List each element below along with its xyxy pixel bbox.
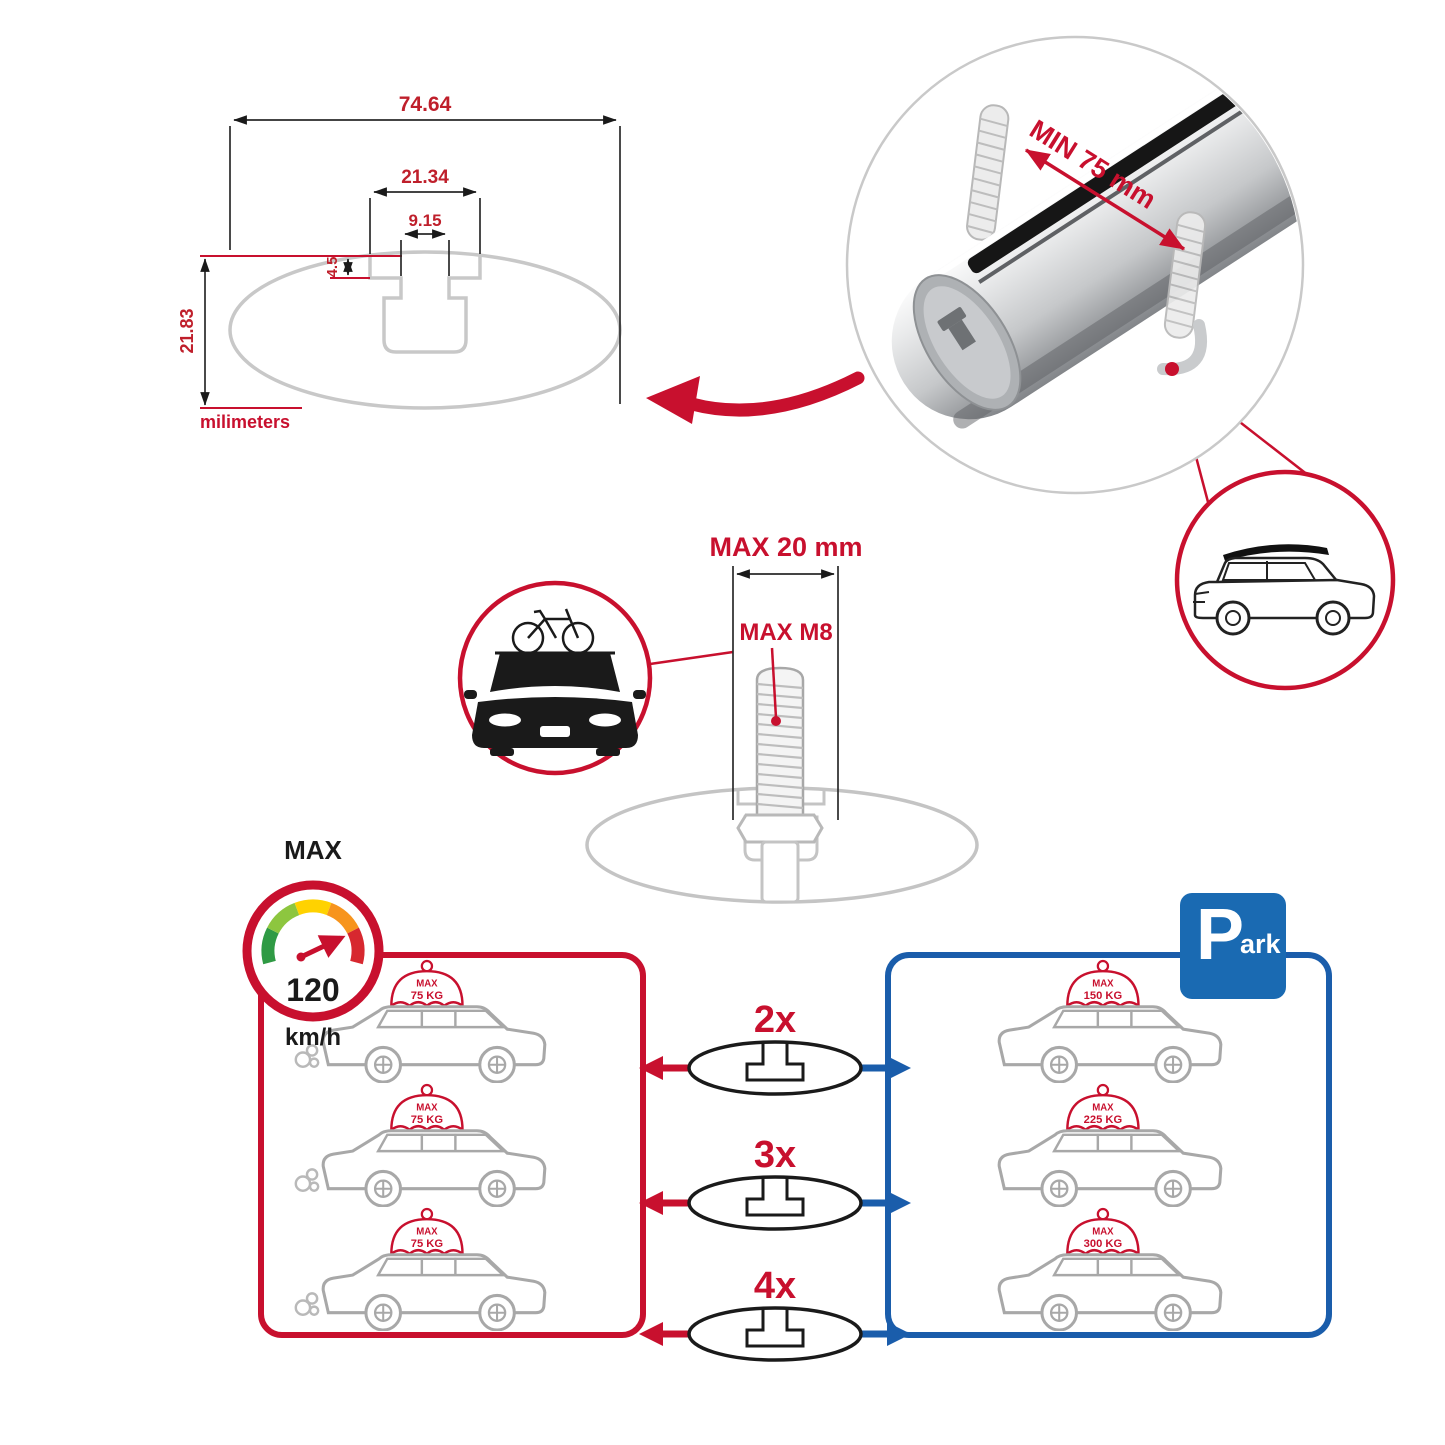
bike-car-circle — [457, 580, 653, 776]
car-front-icon — [464, 651, 646, 756]
thread-label: MAX M8 — [739, 619, 832, 646]
car-load-150: MAX 150 KG — [997, 959, 1223, 1083]
suv-roofbox-circle — [1174, 469, 1396, 691]
speed-value: 120 — [286, 972, 339, 1008]
profile-ellipse — [228, 250, 622, 410]
multiplier-label: 4x — [754, 1265, 796, 1307]
cargo-max-label: MAX — [1092, 1226, 1114, 1237]
zoom-arrow — [685, 371, 865, 417]
suv-illustration — [1193, 544, 1376, 636]
car-row: MAX 75 KG — [264, 959, 640, 1083]
car-load-75-2: MAX 75 KG — [294, 1083, 547, 1207]
car-load-225: MAX 225 KG — [997, 1083, 1223, 1207]
cargo-load-value: 75 KG — [411, 1238, 443, 1250]
bolt-detail-diagram: MAX 20 mm MAX M8 — [457, 532, 979, 904]
speed-unit: km/h — [285, 1024, 341, 1051]
threaded-bolt — [736, 666, 824, 904]
cargo-load-value: 75 KG — [411, 1114, 443, 1126]
cargo-load-value: 75 KG — [411, 990, 443, 1002]
cargo-max-label: MAX — [416, 978, 438, 989]
car-load-300: MAX 300 KG — [997, 1207, 1223, 1331]
dim-height: 21.83 — [177, 308, 197, 353]
dim-lip-depth: 4.5 — [324, 257, 341, 278]
cargo-max-label: MAX — [1092, 1102, 1114, 1113]
park-sign-letter: P — [1196, 895, 1245, 975]
multiplier-row-2x: 2x — [635, 999, 915, 1104]
cargo-load-value: 225 KG — [1084, 1114, 1123, 1126]
unit-label: milimeters — [200, 412, 290, 432]
zoom-arrow-head — [646, 376, 700, 424]
dim-slot-width: 9.15 — [408, 211, 441, 230]
profile-t-slot — [368, 256, 482, 354]
min-span-arrow — [1024, 148, 1186, 251]
car-row: MAX 75 KG — [264, 1207, 640, 1331]
cargo-max-label: MAX — [416, 1102, 438, 1113]
dim-total-width: 74.64 — [399, 93, 452, 116]
dim-opening-width: 21.34 — [401, 167, 449, 188]
cargo-max-label: MAX — [416, 1226, 438, 1237]
multiplier-row-4x: 4x — [635, 1265, 915, 1370]
car-row: MAX 300 KG — [891, 1207, 1326, 1331]
car-load-75-3: MAX 75 KG — [294, 1207, 547, 1331]
crossbar-zoom-circle: MIN 75 mm — [845, 35, 1305, 495]
cargo-max-label: MAX — [1092, 978, 1114, 989]
park-sign-suffix: ark — [1240, 929, 1281, 959]
cargo-load-value: 150 KG — [1084, 990, 1123, 1002]
fixing-bolt-rear — [966, 104, 1010, 241]
multiplier-label: 3x — [754, 1134, 796, 1176]
crossbar-dimension-diagram: 74.64 21.34 9.15 4.5 21.83 milimeters — [177, 93, 622, 432]
car-row: MAX 75 KG — [264, 1083, 640, 1207]
park-sign: P ark — [1180, 893, 1286, 999]
speed-limit-gauge: MAX 120 km/h — [242, 835, 384, 1051]
gauge-arc — [261, 899, 365, 965]
multiplier-row-3x: 3x — [635, 1134, 915, 1239]
cargo-load-value: 300 KG — [1084, 1238, 1123, 1250]
callout-dot — [1165, 362, 1179, 376]
callout-line — [649, 650, 734, 666]
max-width-label: MAX 20 mm — [709, 532, 862, 562]
roof-box-icon — [1223, 544, 1329, 561]
speed-max-label: MAX — [284, 835, 342, 865]
multiplier-label: 2x — [754, 999, 796, 1041]
car-row: MAX 225 KG — [891, 1083, 1326, 1207]
gauge-needle — [299, 935, 346, 960]
car-row: MAX 150 KG — [891, 959, 1326, 1083]
car-load-75-1: MAX 75 KG — [294, 959, 547, 1083]
parked-load-panel: MAX 150 KG MAX 225 KG MAX 300 KG — [885, 952, 1332, 1338]
